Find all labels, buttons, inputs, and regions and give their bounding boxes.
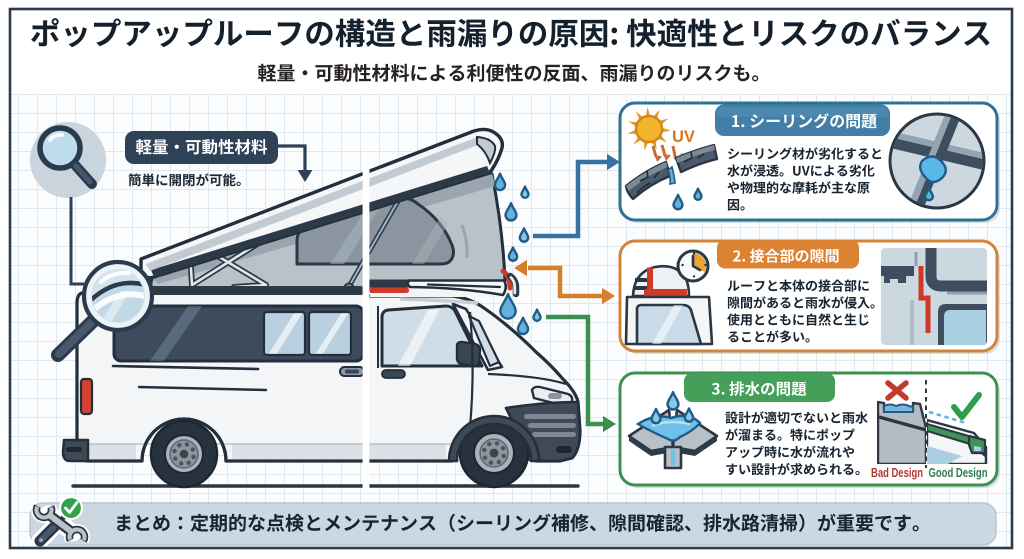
svg-text:Good Design: Good Design (929, 465, 988, 480)
svg-text:Bad Design: Bad Design (871, 465, 923, 480)
svg-text:UV: UV (672, 128, 695, 146)
